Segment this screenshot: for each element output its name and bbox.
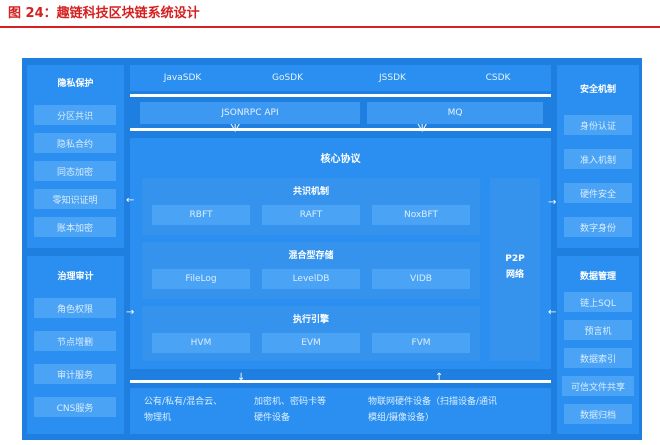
privacy-item: 零知识证明 [34,189,116,209]
security-item: 准入机制 [564,149,632,169]
execution-title: 执行引擎 [292,314,329,325]
sdk-c: CSDK [485,73,511,83]
execution-item: EVM [262,333,360,353]
consensus-title: 共识机制 [292,186,329,197]
figure-title: 图 24：趣链科技区块链系统设计 [8,6,200,21]
api-jsonrpc: JSONRPC API [140,102,360,124]
privacy-title: 隐私保护 [57,78,94,89]
data-management-title: 数据管理 [579,271,616,282]
hardware-crypto-line2: 硬件设备 [254,413,291,423]
plug-icon: ᗐ [230,122,241,135]
core-protocol-block: 核心协议 共识机制 RBFT RAFT NoxBFT 混合型存储 FileLog… [130,138,551,369]
sdk-java: JavaSDK [163,73,202,83]
privacy-item: 账本加密 [34,217,116,237]
privacy-item: 隐私合约 [34,133,116,153]
hardware-cloud-line2: 物理机 [144,413,172,423]
data-management-item: 链上SQL [564,292,632,312]
security-panel: 安全机制 身份认证 准入机制 硬件安全 数字身份 [557,65,639,248]
data-management-item: 预言机 [564,320,632,340]
sdk-go: GoSDK [271,73,304,83]
sdk-divider [130,94,551,97]
down-arrow-icon: ↓ [237,372,246,383]
privacy-item: 同态加密 [34,161,116,181]
consensus-item: NoxBFT [372,205,470,225]
execution-item: FVM [372,333,470,353]
privacy-panel: 隐私保护 分区共识 隐私合约 同态加密 零知识证明 账本加密 [27,65,124,248]
right-arrow-icon: → [548,197,557,208]
left-arrow-icon: ← [548,307,557,318]
hardware-row: 公有/私有/混合云、 物理机 加密机、密码卡等 硬件设备 物联网硬件设备（扫描设… [130,388,551,434]
storage-item: FileLog [152,269,250,289]
consensus-box: 共识机制 RBFT RAFT NoxBFT [142,178,480,235]
governance-title: 治理审计 [57,271,94,282]
hardware-cloud-line1: 公有/私有/混合云、 [144,397,223,407]
p2p-label-line2: 网络 [505,269,524,280]
core-hardware-connector [130,380,551,383]
core-protocol-title: 核心协议 [320,153,361,165]
plug-icon: ᗐ [417,122,428,135]
storage-title: 混合型存储 [288,250,334,261]
hardware-iot-line1: 物联网硬件设备（扫描设备/通讯 [368,397,498,407]
security-title: 安全机制 [579,84,616,95]
governance-panel: 治理审计 角色权限 节点增删 审计服务 CNS服务 [27,256,124,434]
api-mq: MQ [367,102,543,124]
storage-box: 混合型存储 FileLog LevelDB VIDB [142,242,480,299]
hardware-iot-line2: 模组/摄像设备） [368,413,435,423]
sdk-row: JavaSDK GoSDK JSSDK CSDK [130,65,551,91]
data-management-item: 数据索引 [564,348,632,368]
consensus-item: RAFT [262,205,360,225]
left-arrow-icon: ← [126,195,135,206]
storage-item: VIDB [372,269,470,289]
governance-item: 节点增删 [34,331,116,351]
consensus-item: RBFT [152,205,250,225]
up-arrow-icon: ↑ [435,372,444,383]
governance-item: 审计服务 [34,364,116,384]
security-item: 数字身份 [564,217,632,237]
sdk-js: JSSDK [379,73,406,83]
governance-item: 角色权限 [34,298,116,318]
p2p-label-line1: P2P [505,254,525,264]
data-management-panel: 数据管理 链上SQL 预言机 数据索引 可信文件共享 数据归档 [557,256,639,434]
security-item: 身份认证 [564,115,632,135]
governance-item: CNS服务 [34,397,116,417]
execution-item: HVM [152,333,250,353]
storage-item: LevelDB [262,269,360,289]
data-management-item: 可信文件共享 [562,376,634,396]
security-item: 硬件安全 [564,183,632,203]
p2p-box: P2P 网络 [490,178,540,361]
hardware-crypto-line1: 加密机、密码卡等 [254,397,327,407]
title-rule [0,26,660,28]
right-arrow-icon: → [126,307,135,318]
architecture-diagram: 隐私保护 分区共识 隐私合约 同态加密 零知识证明 账本加密 治理审计 角色权限… [22,58,642,440]
data-management-item: 数据归档 [564,404,632,424]
api-core-connector [130,128,551,131]
privacy-item: 分区共识 [34,105,116,125]
execution-box: 执行引擎 HVM EVM FVM [142,306,480,361]
